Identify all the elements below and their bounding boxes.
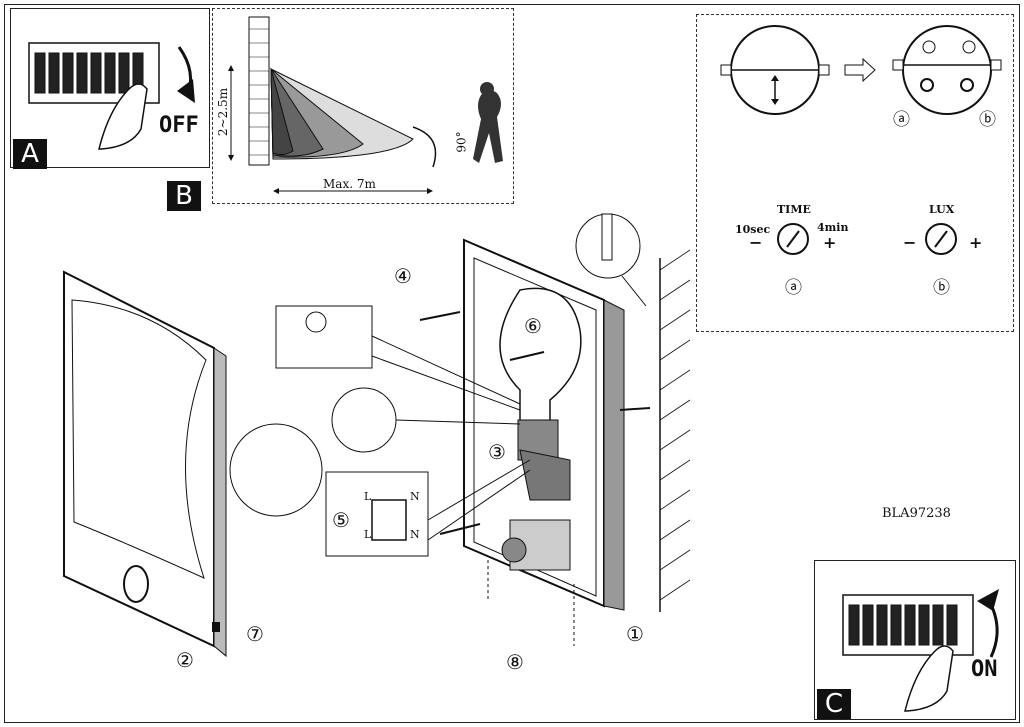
- sensor-dial-illustration: [720, 25, 1002, 255]
- time-max: 4min: [817, 221, 849, 234]
- diagram-frame: [4, 4, 1020, 723]
- sensor-range-illustration: [228, 16, 503, 194]
- panel-c-tag: C: [817, 689, 851, 719]
- marker-a: ⓐ: [893, 110, 910, 130]
- step-6: ⑥: [524, 314, 542, 338]
- model-code: BLA97238: [882, 506, 951, 521]
- lux-minus: −: [903, 233, 917, 252]
- lux-plus: +: [969, 233, 983, 252]
- panel-a-tag: A: [13, 139, 47, 169]
- time-plus: +: [823, 233, 837, 252]
- time-min: 10sec: [735, 223, 771, 236]
- range-label: Max. 7m: [323, 177, 376, 191]
- terminal-n-top: N: [410, 490, 420, 503]
- marker-a-lower: ⓐ: [785, 278, 802, 298]
- on-label: ON: [971, 657, 998, 682]
- panel-b: 2~2.5m Max. 7m 90° B: [167, 8, 514, 211]
- step-7: ⑦: [246, 622, 264, 646]
- breaker-on-illustration: [842, 589, 999, 712]
- marker-b-lower: ⓑ: [933, 278, 950, 298]
- panel-b-tag: B: [167, 181, 201, 211]
- terminal-l-bottom: L: [364, 528, 372, 541]
- settings-panel: ⓐ ⓑ TIME 10sec 4min − + ⓐ LUX − + ⓑ: [696, 14, 1014, 332]
- marker-b: ⓑ: [979, 110, 996, 130]
- step-2: ②: [176, 648, 194, 672]
- step-5: ⑤: [332, 508, 350, 532]
- time-title: TIME: [777, 203, 811, 216]
- step-3: ③: [488, 440, 506, 464]
- panel-a: OFF A: [10, 8, 210, 169]
- terminal-l-top: L: [364, 490, 372, 503]
- step-8: ⑧: [506, 650, 524, 674]
- off-label: OFF: [159, 113, 199, 138]
- panel-c: ON C: [814, 560, 1016, 720]
- step-4: ④: [394, 264, 412, 288]
- time-minus: −: [749, 233, 763, 252]
- terminal-n-bottom: N: [410, 528, 420, 541]
- lux-title: LUX: [929, 203, 955, 216]
- breaker-off-illustration: [28, 42, 195, 150]
- step-1: ①: [626, 622, 644, 646]
